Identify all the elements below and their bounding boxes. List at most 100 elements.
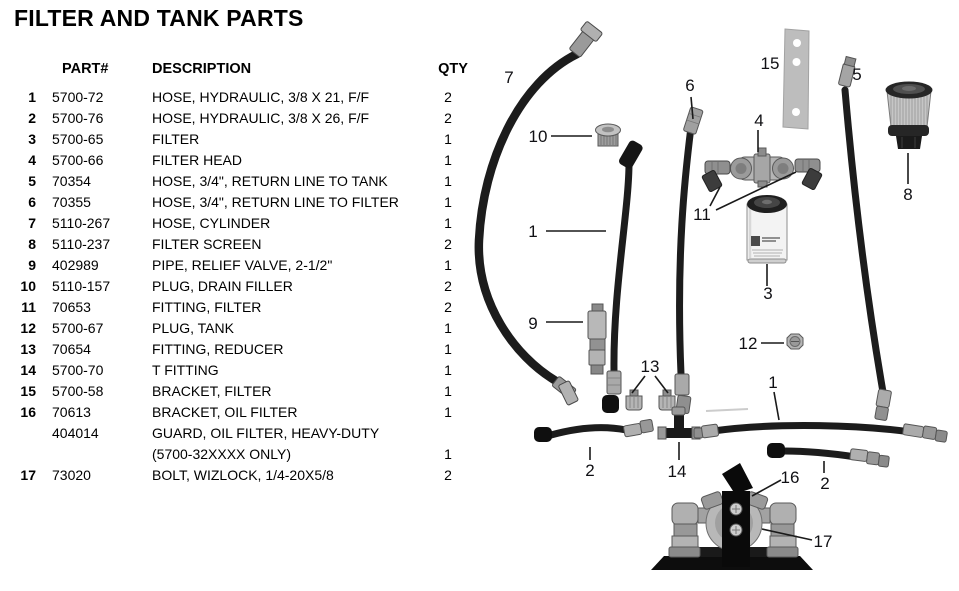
callout-16: 16 (781, 468, 800, 487)
part-qty: 2 (444, 277, 452, 294)
fitting-filter-11-right-illustration (794, 158, 823, 191)
callout-12: 12 (739, 334, 758, 353)
item-number: 6 (28, 193, 36, 210)
part-number: 70653 (52, 298, 91, 315)
callout-4: 4 (754, 111, 763, 130)
part-qty: 1 (444, 193, 452, 210)
hose-hydraulic-2-right-illustration (767, 443, 890, 468)
part-qty: 1 (444, 382, 452, 399)
callout-2b: 2 (820, 474, 829, 493)
header-part: PART# (62, 61, 109, 77)
pipe-relief-valve-9-illustration (587, 303, 607, 375)
part-qty: 1 (444, 172, 452, 189)
item-number: 13 (20, 340, 36, 357)
item-number: 8 (28, 235, 36, 252)
part-number: 5700-76 (52, 109, 104, 126)
filter-head-4-illustration (730, 147, 794, 188)
plug-tank-12-illustration (786, 333, 804, 350)
callout-15: 15 (761, 54, 780, 73)
item-number: 11 (21, 298, 36, 315)
part-description: FITTING, FILTER (152, 298, 262, 315)
part-description: HOSE, 3/4", RETURN LINE TO TANK (152, 172, 388, 189)
part-qty: 1 (444, 340, 452, 357)
callout-10: 10 (529, 127, 548, 146)
hose-return-tank-5-illustration (838, 55, 892, 421)
callout-8: 8 (903, 185, 912, 204)
item-number: 1 (28, 88, 36, 105)
item-number: 12 (20, 319, 36, 336)
table-row: 11 70653 FITTING, FILTER 2 (0, 296, 479, 317)
callout-13: 13 (641, 357, 660, 376)
part-qty: 1 (444, 256, 452, 273)
hose-return-filter-6-illustration (674, 106, 704, 414)
item-number: 16 (20, 403, 36, 420)
part-number: 5700-65 (52, 130, 104, 147)
item-number: 15 (20, 382, 36, 399)
part-qty: 1 (444, 130, 452, 147)
item-number: 17 (20, 466, 36, 483)
part-description: HOSE, 3/4", RETURN LINE TO FILTER (152, 193, 399, 210)
page-title: FILTER AND TANK PARTS (14, 5, 304, 31)
callout-17: 17 (814, 532, 833, 551)
table-row: 6 70355 HOSE, 3/4", RETURN LINE TO FILTER 1 (0, 191, 479, 212)
part-description: T FITTING (152, 361, 219, 378)
part-description: PLUG, TANK (152, 319, 234, 336)
part-qty: 1 (444, 214, 452, 231)
part-description: PIPE, RELIEF VALVE, 2-1/2" (152, 256, 333, 273)
table-row: 5 70354 HOSE, 3/4", RETURN LINE TO TANK 1 (0, 170, 479, 191)
part-number: 70654 (52, 340, 91, 357)
table-row: 13 70654 FITTING, REDUCER 1 (0, 338, 479, 359)
table-row: (5700-32XXXX ONLY)1 (0, 443, 479, 464)
hose-hydraulic-1-long-illustration (693, 408, 948, 443)
item-number: 3 (28, 130, 36, 147)
hose-hydraulic-2-left-illustration (534, 418, 654, 442)
filter-screen-8-illustration (885, 81, 933, 149)
part-qty: 1 (444, 151, 452, 168)
part-number: 404014 (52, 424, 99, 441)
callout-2a: 2 (585, 461, 594, 480)
callout-14: 14 (668, 462, 687, 481)
item-number: 10 (20, 277, 36, 294)
part-qty: 2 (444, 235, 452, 252)
part-number: 5700-72 (52, 88, 104, 105)
part-description: HOSE, HYDRAULIC, 3/8 X 26, F/F (152, 109, 370, 126)
header-qty: QTY (438, 61, 468, 77)
part-number: 5110-237 (52, 235, 111, 252)
part-description: FILTER HEAD (152, 151, 242, 168)
part-number: 5110-267 (52, 214, 111, 231)
item-number: 9 (28, 256, 36, 273)
bolt-wizlock-17-illustration (729, 502, 743, 537)
part-description: HOSE, HYDRAULIC, 3/8 X 21, F/F (152, 88, 370, 105)
part-number: 70354 (52, 172, 91, 189)
part-qty: 2 (444, 298, 452, 315)
part-qty: 1 (444, 403, 452, 420)
callout-5: 5 (852, 65, 861, 84)
callout-3: 3 (763, 284, 772, 303)
callout-6: 6 (685, 76, 694, 95)
part-description: BOLT, WIZLOCK, 1/4-20X5/8 (152, 466, 334, 483)
part-number: 70355 (52, 193, 91, 210)
hose-hydraulic-1-vertical-illustration (602, 140, 643, 413)
part-number: 5700-70 (52, 361, 104, 378)
plug-drain-filler-10-illustration (595, 123, 621, 147)
item-number: 5 (28, 172, 36, 189)
part-description: FITTING, REDUCER (152, 340, 284, 357)
fitting-filter-11-left-illustration (701, 160, 731, 193)
callout-11: 11 (693, 205, 711, 224)
part-number: 5110-157 (52, 277, 111, 294)
part-number: 5700-66 (52, 151, 104, 168)
part-qty: 1 (444, 361, 452, 378)
bracket-filter-15-illustration (782, 28, 810, 130)
part-number: 70613 (52, 403, 91, 420)
